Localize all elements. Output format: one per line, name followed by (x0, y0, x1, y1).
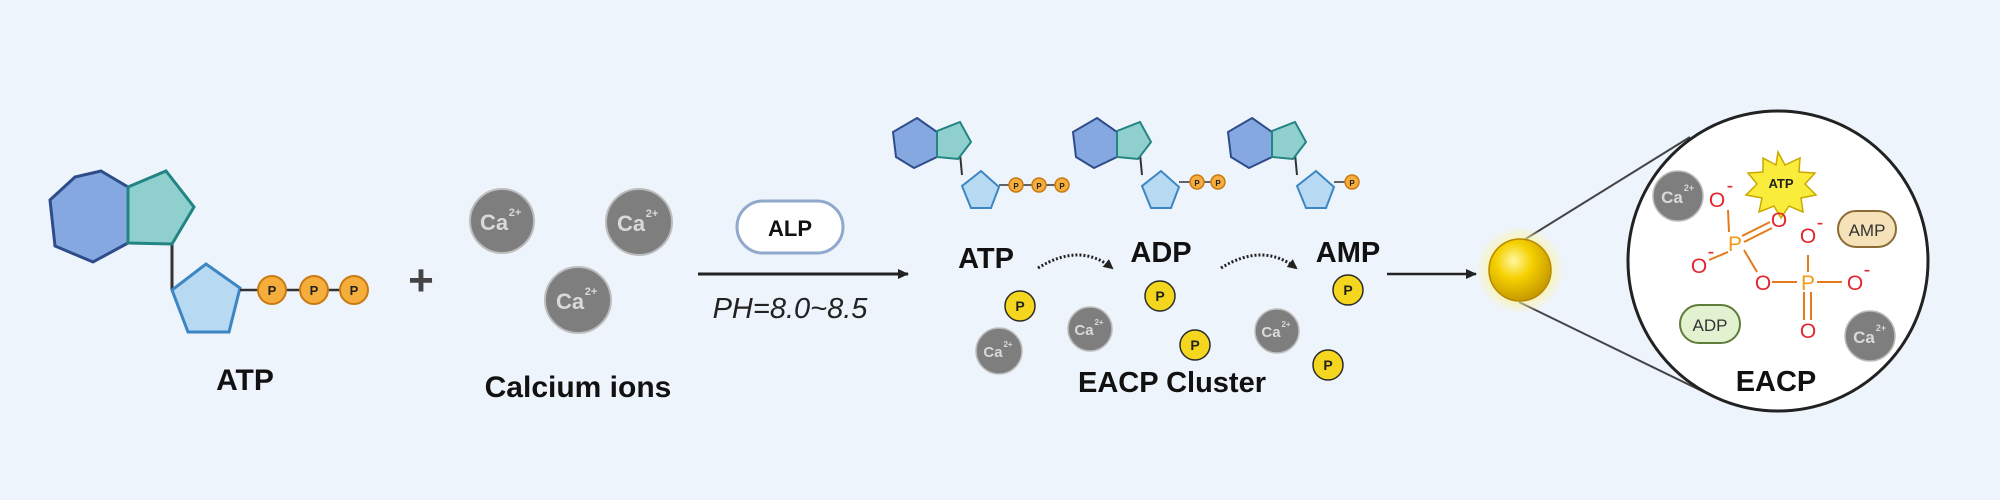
phosphate-group (299, 275, 329, 305)
svg-text:2+: 2+ (1094, 318, 1103, 327)
svg-text:P: P (1323, 357, 1332, 373)
svg-text:Ca: Ca (1661, 188, 1683, 207)
svg-text:2+: 2+ (585, 286, 598, 298)
phosphate-text: P (268, 283, 277, 298)
calcium-ion: Ca 2+ (544, 266, 612, 334)
svg-text:2+: 2+ (646, 208, 659, 220)
calcium-ion: Ca 2+ (605, 188, 673, 256)
calcium-ion: Ca 2+ (469, 188, 535, 254)
phosphate-text: P (350, 283, 359, 298)
inset-adp-badge: ADP (1679, 304, 1741, 344)
svg-text:P: P (1155, 288, 1164, 304)
svg-text:P: P (1215, 179, 1221, 188)
svg-text:Ca: Ca (1853, 328, 1875, 347)
conversion-arrow (1220, 253, 1298, 270)
svg-text:P: P (1194, 179, 1200, 188)
inset-atp-badge: ATP (1744, 149, 1818, 220)
cluster-calcium-ion: Ca 2+ (1254, 308, 1300, 354)
oxygen-atom: O (1771, 209, 1787, 232)
pyrophosphate-structure: P P O - O O - O O - O - O (1691, 175, 1871, 343)
minus-sign: - (1864, 259, 1871, 281)
oxygen-atom: O (1800, 320, 1816, 343)
phosphorus-atom: P (1728, 233, 1742, 256)
yellow-phosphate: P (1144, 280, 1176, 312)
adenine-pentagon (126, 169, 196, 246)
phosphorus-atom: P (1801, 272, 1815, 295)
svg-text:Ca: Ca (983, 344, 1003, 361)
adp-molecule: P P (1071, 116, 1226, 209)
svg-text:2+: 2+ (509, 207, 522, 219)
yellow-phosphate: P (1332, 274, 1364, 306)
svg-text:P: P (1059, 182, 1065, 191)
svg-text:2+: 2+ (1281, 320, 1290, 329)
conversion-arrow (1037, 253, 1114, 270)
svg-text:ATP: ATP (1768, 176, 1793, 191)
svg-text:Ca: Ca (617, 211, 646, 236)
inset-amp-badge: AMP (1837, 210, 1897, 248)
oxygen-atom: O (1755, 272, 1771, 295)
svg-text:P: P (1349, 179, 1355, 188)
atp-molecule: P P P (48, 169, 369, 334)
ribose-pentagon (170, 262, 242, 334)
minus-sign: - (1708, 241, 1715, 263)
oxygen-atom: O (1800, 225, 1816, 248)
condition-label: PH=8.0~8.5 (713, 293, 869, 325)
oxygen-atom: O (1709, 189, 1725, 212)
yellow-phosphate: P (1312, 349, 1344, 381)
enzyme-label: ALP (768, 216, 812, 241)
svg-text:Ca: Ca (480, 210, 509, 235)
adenine-hexagon (48, 169, 130, 264)
cluster-label: EACP Cluster (1078, 367, 1266, 399)
eacp-nanoparticle (1488, 238, 1552, 302)
inset-calcium-ion: Ca 2+ (1844, 310, 1896, 362)
plus-sign: + (408, 256, 434, 305)
eacp-label: EACP (1736, 366, 1817, 398)
calcium-label: Calcium ions (485, 371, 672, 404)
oxygen-atom: O (1847, 272, 1863, 295)
inset-calcium-ion: Ca 2+ (1652, 170, 1704, 222)
stage-amp-label: AMP (1316, 237, 1380, 269)
amp-molecule: P (1226, 116, 1360, 209)
svg-text:Ca: Ca (1074, 322, 1094, 339)
oxygen-atom: O (1691, 255, 1707, 278)
phosphate-group (257, 275, 287, 305)
yellow-phosphate: P (1179, 329, 1211, 361)
svg-text:ADP: ADP (1693, 316, 1728, 335)
stage-atp-label: ATP (958, 243, 1014, 275)
svg-text:P: P (1343, 282, 1352, 298)
svg-text:P: P (1036, 182, 1042, 191)
svg-text:2+: 2+ (1003, 340, 1012, 349)
minus-sign: - (1817, 212, 1824, 234)
phosphate-text: P (310, 283, 319, 298)
svg-text:AMP: AMP (1849, 221, 1886, 240)
cluster-calcium-ion: Ca 2+ (975, 327, 1023, 375)
zoom-line (1518, 136, 1691, 244)
svg-text:P: P (1013, 182, 1019, 191)
svg-text:Ca: Ca (556, 289, 585, 314)
cluster-calcium-ion: Ca 2+ (1067, 306, 1113, 352)
atp-small-molecule: P P P (891, 116, 1070, 209)
svg-text:P: P (1015, 298, 1024, 314)
svg-text:Ca: Ca (1261, 324, 1281, 341)
minus-sign: - (1727, 175, 1734, 197)
enzyme-pill (735, 199, 845, 255)
stage-adp-label: ADP (1130, 237, 1191, 269)
svg-text:2+: 2+ (1684, 183, 1694, 193)
svg-text:2+: 2+ (1876, 323, 1886, 333)
svg-text:P: P (1190, 337, 1199, 353)
phosphate-group (339, 275, 369, 305)
atp-label: ATP (216, 364, 274, 397)
yellow-phosphate: P (1004, 290, 1036, 322)
zoom-line (1518, 301, 1705, 393)
